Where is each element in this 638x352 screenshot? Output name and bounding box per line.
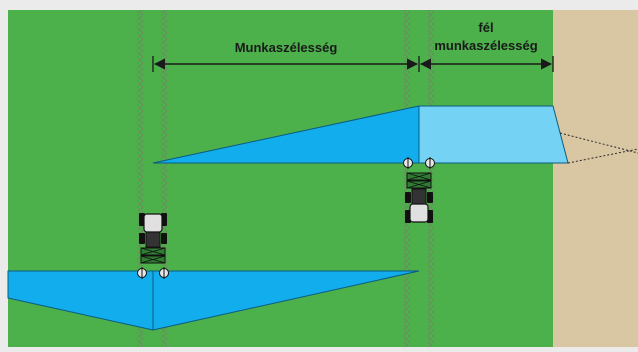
- tramline-left-1: [137, 10, 143, 347]
- tractor-left: [137, 213, 169, 279]
- spray-area-right-half: [418, 105, 569, 164]
- label-working-width: Munkaszélesség: [235, 40, 338, 55]
- field-headland: [553, 10, 638, 347]
- tractor-right: [403, 157, 435, 223]
- leader-line-2: [559, 132, 638, 154]
- nozzle-icon: [403, 157, 435, 169]
- tractor-icon: [139, 213, 167, 248]
- label-half-working-width: munkaszélesség: [434, 38, 537, 53]
- nozzle-icon: [137, 267, 169, 279]
- tractor-icon: [405, 188, 433, 223]
- sprayer-boom-icon: [140, 247, 166, 264]
- tramline-left-2: [161, 10, 167, 347]
- sprayer-boom-icon: [406, 172, 432, 189]
- label-half: fél: [478, 20, 493, 35]
